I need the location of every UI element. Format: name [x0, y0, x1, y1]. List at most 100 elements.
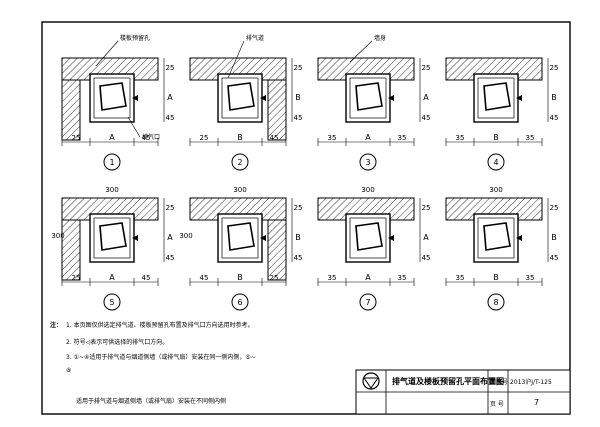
detail-number: 8: [493, 298, 498, 307]
exhaust-duct-outer: [217, 73, 263, 123]
sheet-border: [41, 21, 571, 415]
exhaust-direction-marker: [260, 95, 266, 101]
label-exhaust-port: 排气口: [142, 133, 160, 141]
dim-left: 25: [200, 134, 209, 142]
dim-300-side: 300: [51, 232, 64, 240]
atlas-label: 图集号: [490, 379, 509, 386]
dim-height: A: [167, 93, 173, 102]
dim-top: 25: [294, 64, 303, 72]
exhaust-duct-inner: [477, 217, 515, 259]
note-1: 1. 本页图仅供选定排气道、楼板预留孔布置及排气口方向选用时参考。: [66, 322, 254, 329]
dim-bottom: 45: [550, 254, 559, 262]
detail-number-circle: [231, 153, 249, 171]
exhaust-direction-marker: [516, 235, 522, 241]
exhaust-duct-outer: [345, 213, 391, 263]
dim-300-side: 300: [179, 232, 192, 240]
leader-floor-slab-hole: [95, 40, 119, 67]
dim-center: A: [109, 133, 115, 142]
detail-number-circle: [359, 293, 377, 311]
exhaust-duct-outer: [89, 213, 135, 263]
dim-bottom: 45: [550, 114, 559, 122]
detail-number-circle: [103, 153, 121, 171]
dim-left: 35: [328, 134, 337, 142]
exhaust-duct-inner: [349, 217, 387, 259]
exhaust-duct-inner: [349, 77, 387, 119]
title-block-title: 排气道及楼板预留孔平面布置图: [392, 377, 504, 386]
dim-center: B: [493, 133, 499, 142]
dim-bottom: 45: [166, 114, 175, 122]
detail-number: 6: [237, 298, 242, 307]
dim-top: 25: [294, 204, 303, 212]
atlas-number: 2013沪J/T-125: [510, 379, 552, 386]
detail-number: 3: [365, 158, 370, 167]
dim-height: A: [423, 233, 429, 242]
dim-bottom: 45: [422, 254, 431, 262]
dim-top: 25: [166, 64, 175, 72]
dim-height: B: [295, 93, 301, 102]
dim-top: 25: [550, 64, 559, 72]
dim-bottom: 45: [294, 114, 303, 122]
dim-left: 35: [456, 134, 465, 142]
dim-left: 25: [72, 274, 81, 282]
detail-number-circle: [487, 293, 505, 311]
dim-right: 35: [398, 134, 407, 142]
exhaust-duct-outer: [217, 213, 263, 263]
dim-left: 35: [456, 274, 465, 282]
dim-right: 35: [526, 134, 535, 142]
dim-bottom: 45: [422, 114, 431, 122]
dim-left: 25: [72, 134, 81, 142]
dim-300-top: 300: [489, 186, 502, 194]
column: [267, 219, 287, 281]
dim-height: B: [551, 233, 557, 242]
exhaust-duct-outer: [473, 213, 519, 263]
dim-right: 45: [142, 134, 151, 142]
title-block: [355, 369, 571, 415]
duct-flue: [355, 222, 383, 251]
duct-flue: [227, 222, 255, 251]
exhaust-duct-outer: [473, 73, 519, 123]
detail-number: 7: [365, 298, 370, 307]
dim-top: 25: [422, 64, 431, 72]
exhaust-direction-marker: [388, 95, 394, 101]
duct-flue: [355, 82, 383, 111]
duct-flue: [227, 82, 255, 111]
detail-number: 1: [109, 158, 114, 167]
dim-center: A: [109, 273, 115, 282]
leader-exhaust-port: [127, 116, 141, 138]
detail-3: 35 A 35 25A 45 3: [317, 57, 431, 171]
dim-center: B: [237, 273, 243, 282]
detail-number-circle: [103, 293, 121, 311]
note-4: 适用于排气道与烟道侧墙（或排气扇）安装在不同侧内侧: [76, 398, 227, 405]
detail-number-circle: [359, 153, 377, 171]
dim-300-top: 300: [105, 186, 118, 194]
dim-height: A: [423, 93, 429, 102]
exhaust-direction-marker: [516, 95, 522, 101]
exhaust-duct-inner: [221, 77, 259, 119]
exhaust-direction-marker: [260, 235, 266, 241]
dim-right: 25: [270, 274, 279, 282]
dim-center: A: [365, 273, 371, 282]
page-label: 页 号: [490, 401, 504, 408]
duct-flue: [483, 82, 511, 111]
dim-left: 45: [200, 274, 209, 282]
dim-300-top: 300: [233, 186, 246, 194]
dim-center: A: [365, 133, 371, 142]
detail-number: 4: [493, 158, 498, 167]
duct-flue: [483, 222, 511, 251]
exhaust-direction-marker: [132, 235, 138, 241]
note-lead: 注：: [50, 322, 63, 329]
leader-wall: [349, 40, 373, 63]
note-3b: ⑧: [66, 367, 72, 374]
duct-flue: [99, 82, 127, 111]
dim-right: 35: [398, 274, 407, 282]
dim-left: 35: [328, 274, 337, 282]
dim-right: 35: [526, 274, 535, 282]
exhaust-direction-marker: [388, 235, 394, 241]
dim-300-top: 300: [361, 186, 374, 194]
